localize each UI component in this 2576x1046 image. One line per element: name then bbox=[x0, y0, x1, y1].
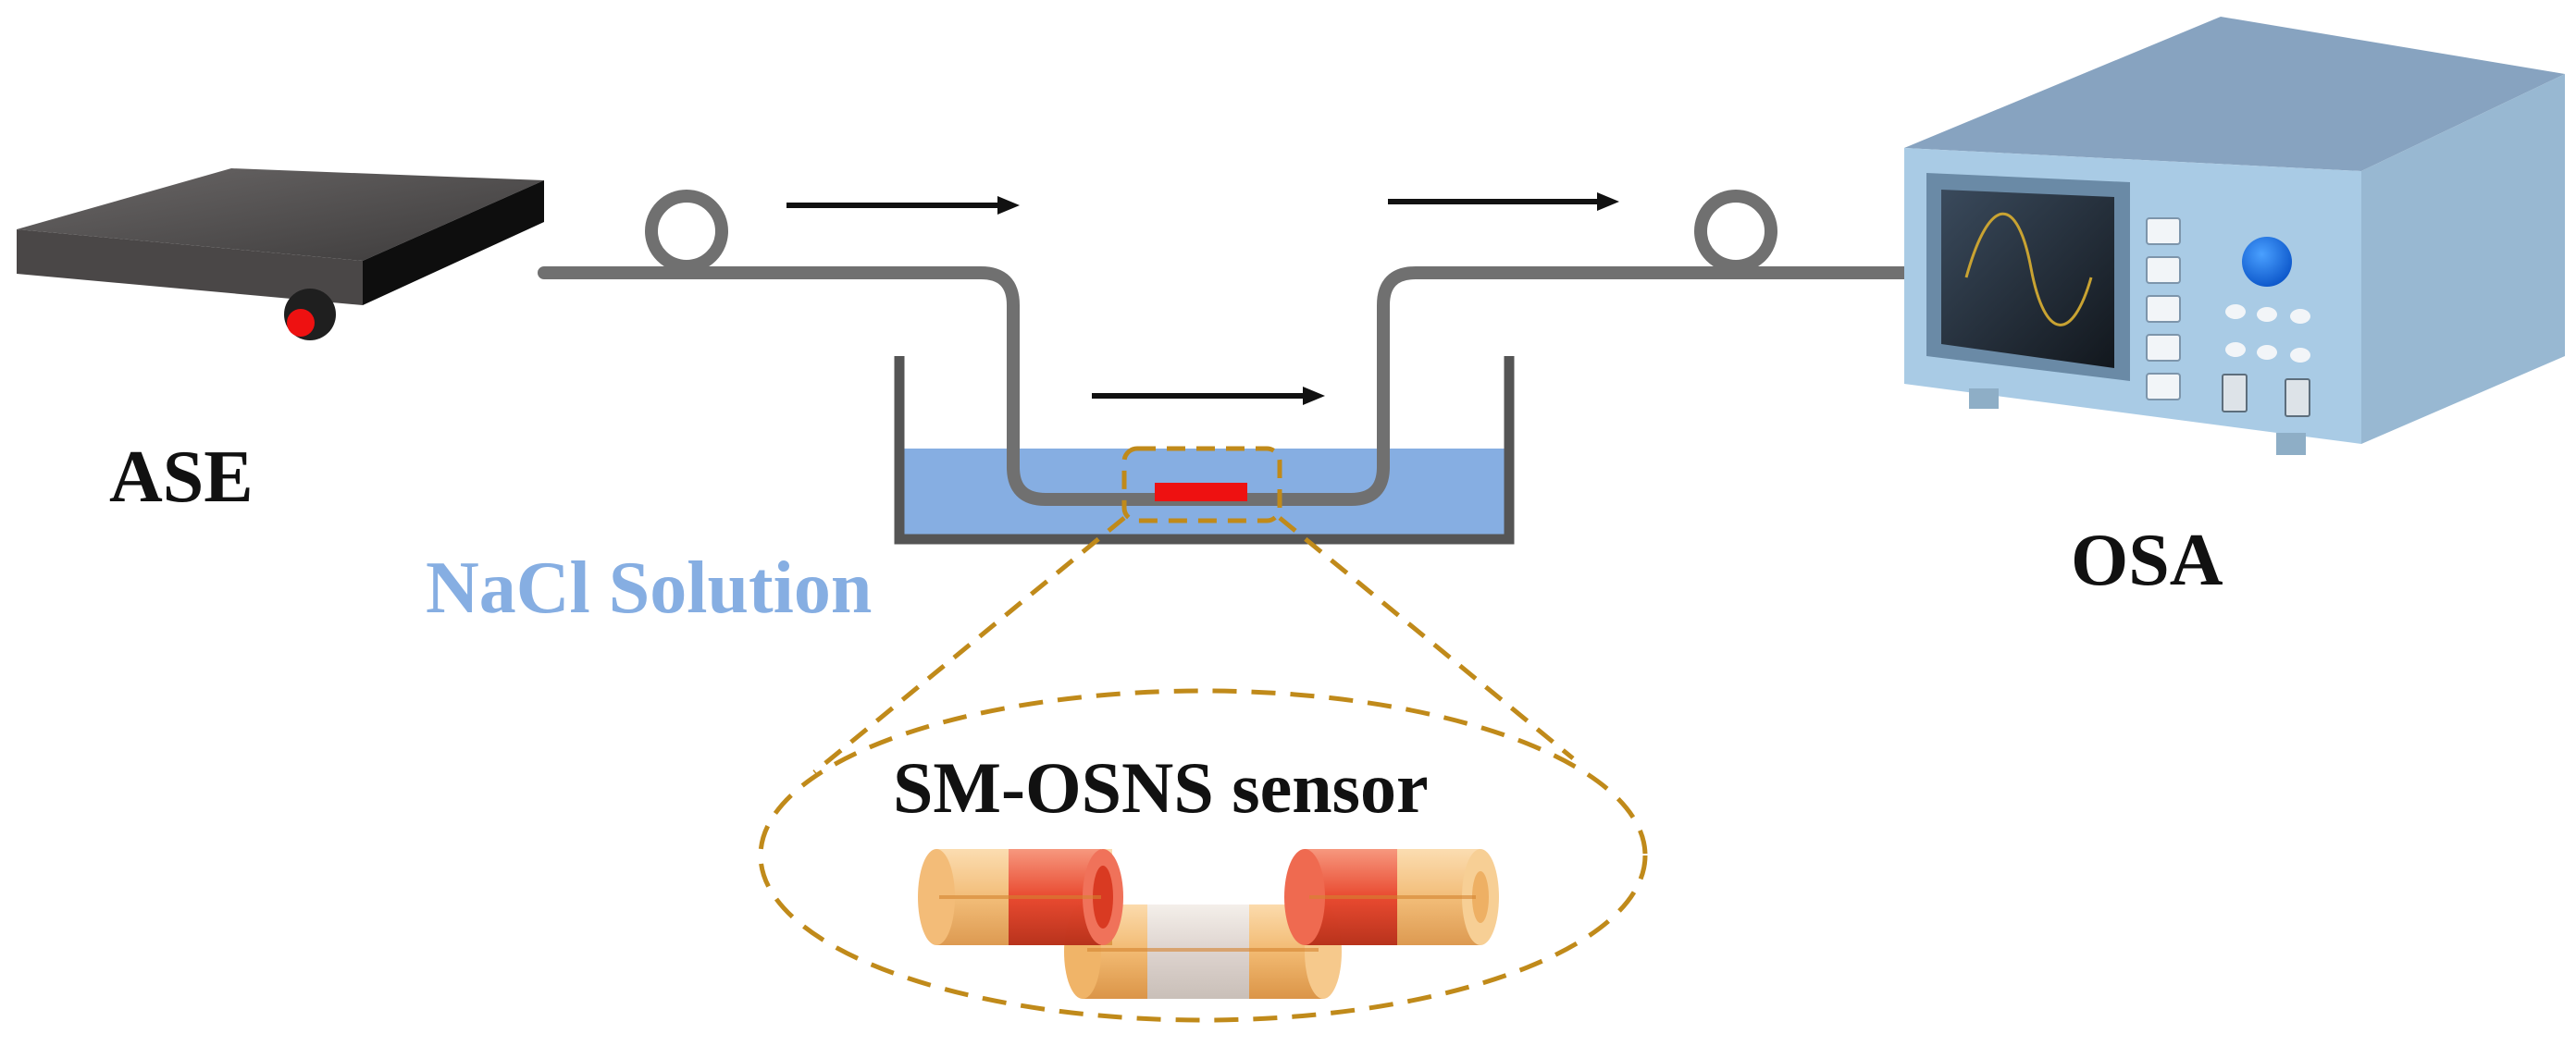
zoom-lines bbox=[812, 516, 1575, 774]
sensing-region bbox=[1155, 483, 1247, 501]
arrow-right-icon bbox=[786, 196, 1020, 215]
ase-top-face bbox=[17, 168, 544, 261]
sensor-label: SM-OSNS sensor bbox=[893, 747, 1429, 828]
zoom-region-box bbox=[1121, 446, 1282, 523]
sine-wave-icon bbox=[1964, 212, 2093, 326]
left-segment bbox=[918, 849, 1123, 945]
ase-front-face bbox=[17, 229, 363, 305]
osa-label: OSA bbox=[2071, 520, 2223, 601]
fiber-coil-icon bbox=[645, 190, 728, 273]
nacl-solution-label: NaCl Solution bbox=[426, 548, 872, 629]
right-segment bbox=[1284, 849, 1499, 945]
osa-device bbox=[1904, 17, 2565, 455]
osa-screen bbox=[1941, 190, 2114, 368]
fiber-coil-icon bbox=[1694, 190, 1777, 273]
osa-switches bbox=[2222, 374, 2310, 417]
ase-side-face bbox=[363, 180, 544, 305]
ase-label: ASE bbox=[109, 437, 254, 518]
arrow-right-icon bbox=[1388, 192, 1619, 211]
osa-side-face bbox=[2361, 74, 2565, 444]
osa-knob bbox=[2242, 237, 2292, 287]
knob-icon bbox=[284, 289, 336, 340]
container-walls bbox=[894, 356, 1515, 545]
ase-source-device bbox=[17, 168, 544, 340]
arrow-right-icon bbox=[1092, 387, 1325, 405]
osa-top-face bbox=[1904, 17, 2565, 171]
middle-segment bbox=[1064, 904, 1342, 999]
sm-osns-sensor-model bbox=[918, 849, 1499, 999]
osa-small-buttons bbox=[2225, 304, 2310, 363]
osa-button-column bbox=[2146, 217, 2181, 400]
